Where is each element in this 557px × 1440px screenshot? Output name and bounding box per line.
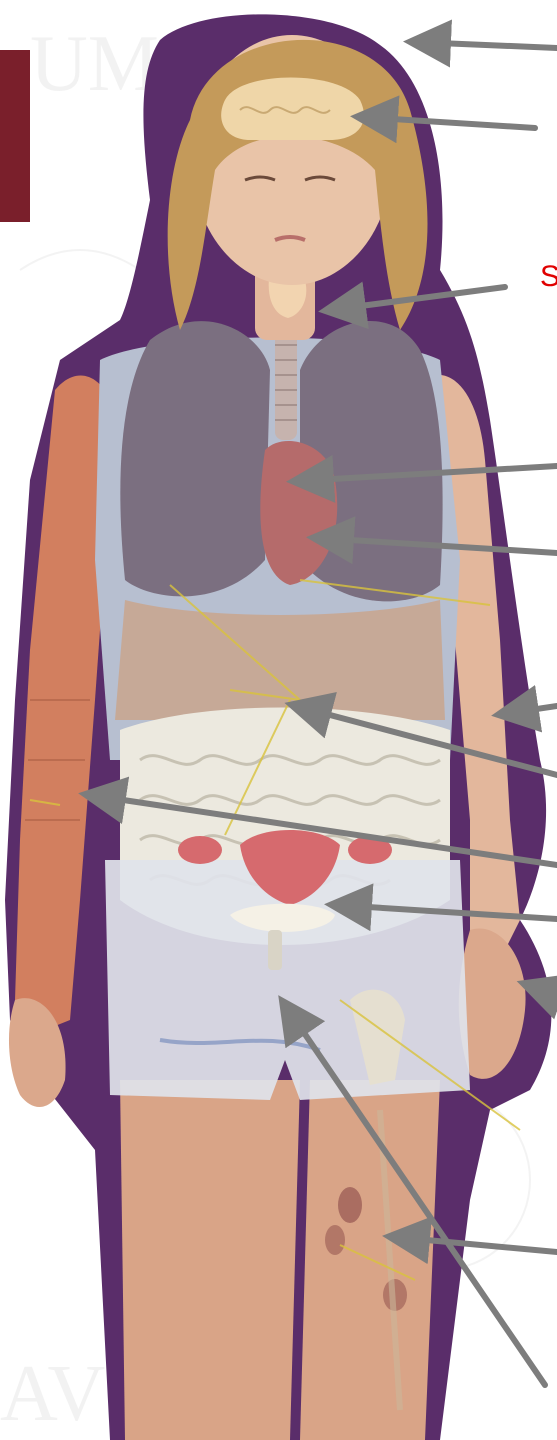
svg-text:UM: UM [30,20,159,108]
human-figure [5,14,551,1440]
partial-label: S [540,260,557,294]
lungs [120,321,270,596]
callout-arrow-hair [415,42,557,48]
side-color-block [0,50,30,222]
svg-text:AV: AV [0,1350,105,1438]
trachea [275,330,297,440]
legs [120,1080,300,1440]
ovary-right [178,836,222,864]
abdomen [115,600,445,720]
